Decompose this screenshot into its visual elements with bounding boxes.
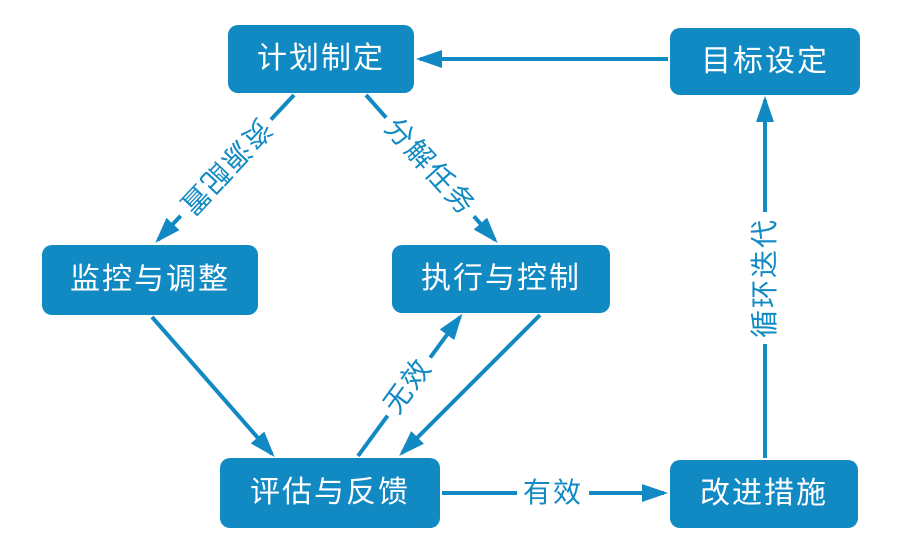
edge-label-loop-iteration: 循环迭代 bbox=[748, 211, 782, 345]
node-monitor: 监控与调整 bbox=[42, 245, 258, 315]
edge-label-effective: 有效 bbox=[516, 476, 590, 510]
node-improve: 改进措施 bbox=[670, 460, 858, 528]
node-execute: 执行与控制 bbox=[392, 245, 610, 313]
edge-execute-to-evaluate bbox=[399, 313, 542, 456]
edge-monitor-to-evaluate bbox=[150, 315, 275, 458]
node-goal: 目标设定 bbox=[670, 28, 860, 95]
node-evaluate: 评估与反馈 bbox=[220, 458, 440, 528]
node-plan: 计划制定 bbox=[228, 25, 414, 93]
